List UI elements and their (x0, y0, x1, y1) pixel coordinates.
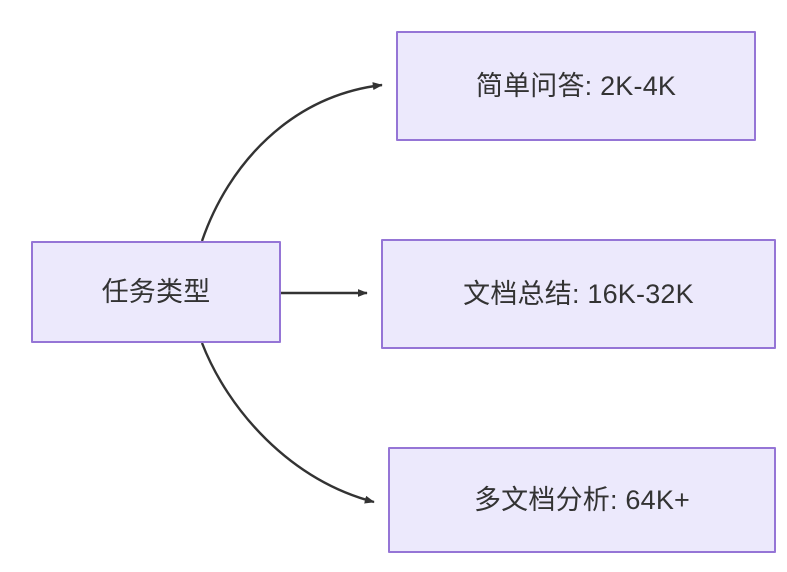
node-multi-document-analysis-label: 多文档分析: 64K+ (473, 484, 690, 515)
node-simple-qa-label: 简单问答: 2K-4K (475, 70, 677, 101)
node-multi-document-analysis[interactable]: 多文档分析: 64K+ (388, 447, 776, 553)
edge-root-to-multi-doc (200, 342, 375, 504)
edge-root-to-simple-qa (200, 82, 383, 242)
node-simple-qa[interactable]: 简单问答: 2K-4K (396, 31, 756, 141)
node-document-summary-label: 文档总结: 16K-32K (463, 278, 694, 309)
node-task-type-label: 任务类型 (101, 276, 211, 307)
node-document-summary[interactable]: 文档总结: 16K-32K (381, 239, 776, 349)
node-task-type[interactable]: 任务类型 (31, 241, 281, 343)
